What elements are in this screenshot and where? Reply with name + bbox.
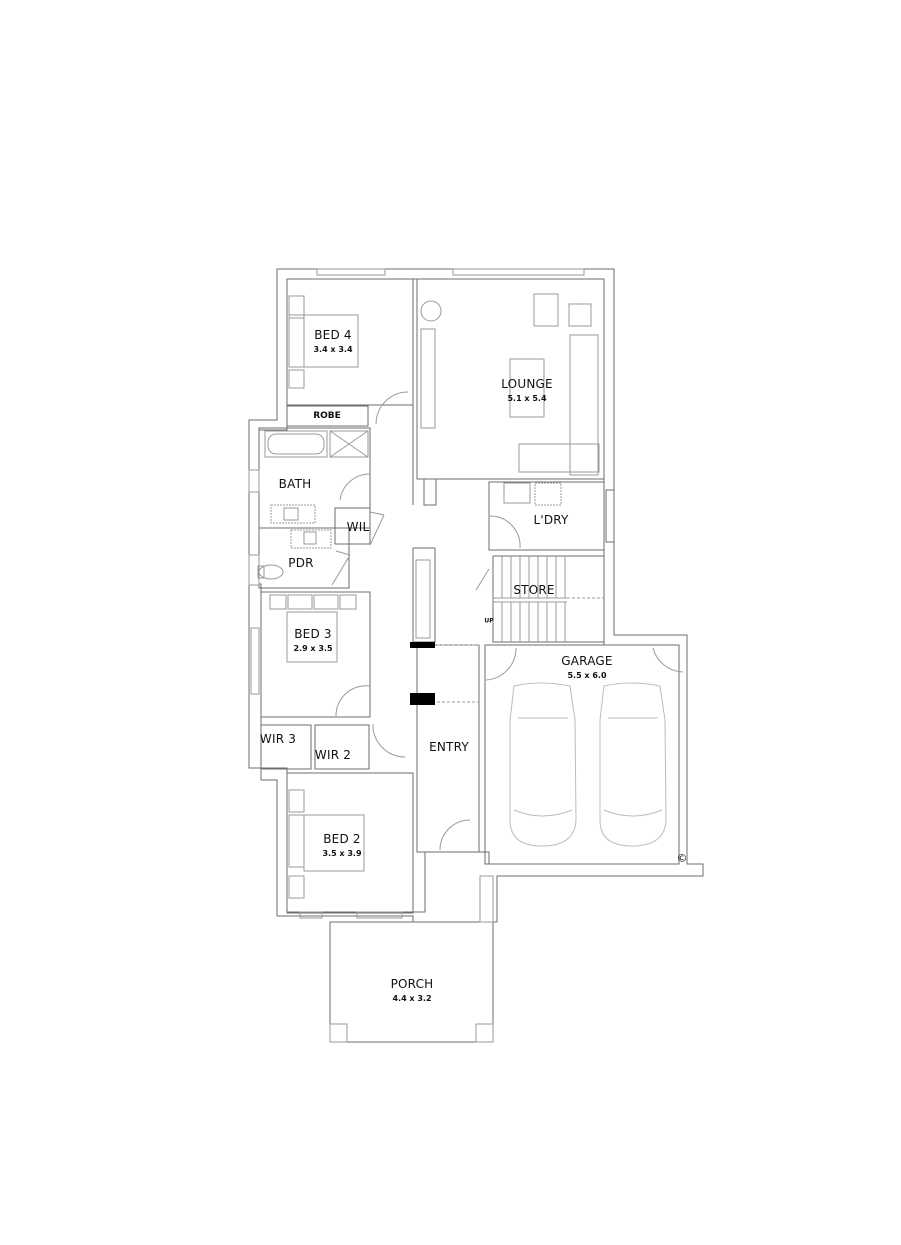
garage-name: GARAGE [561,654,613,668]
bed2-dims: 3.5 x 3.9 [322,849,362,858]
bed2-label: BED 2 3.5 x 3.9 [322,832,361,858]
porch-label: PORCH 4.4 x 3.2 [391,977,434,1003]
pdr-label: PDR [288,556,314,570]
bed4-name: BED 4 [314,328,352,342]
lounge-dims: 5.1 x 5.4 [507,394,547,403]
pdr-vanity [290,529,332,549]
bed3-bed [286,611,338,663]
store-label: STORE [513,583,555,597]
bed4-bed [303,314,359,368]
solid-wall-2 [410,693,435,705]
bathtub [264,430,328,458]
solid-wall-1 [410,642,435,648]
garage-label: GARAGE 5.5 x 6.0 [561,654,612,680]
sofa [569,334,599,476]
car-2 [599,682,667,847]
bed2-bed [303,814,365,872]
stairs [492,555,605,643]
ldry-label: L'DRY [533,513,569,527]
copyright-icon: © [676,851,688,865]
wir3-room [260,724,312,770]
toilet [258,564,284,580]
bed4-dims: 3.4 x 3.4 [313,345,353,354]
lounge-name: LOUNGE [501,377,553,391]
porch-name: PORCH [390,977,434,991]
car-1 [509,682,577,847]
porch-dims: 4.4 x 3.2 [392,994,432,1003]
entry-label: ENTRY [429,740,469,754]
garage-dims: 5.5 x 6.0 [567,671,607,680]
wir2-room [314,724,370,770]
coffee-table [509,358,545,418]
lounge-label: LOUNGE 5.1 x 5.4 [501,377,553,403]
wil-room [334,507,371,545]
bed4-label: BED 4 3.4 x 3.4 [313,328,352,354]
bath-vanity [270,504,316,524]
robe-label: ROBE [313,411,341,421]
stair-up-label: UP [484,617,494,625]
bed3-dims: 2.9 x 3.5 [293,644,333,653]
bath-label: BATH [278,477,312,491]
ldry-room [488,481,605,551]
robe [286,405,369,427]
bed3-label: BED 3 2.9 x 3.5 [293,627,332,653]
tv-unit [420,328,436,429]
wir3-label: WIR 3 [259,732,297,746]
bed2-name: BED 2 [323,832,361,846]
shower [329,430,369,458]
porch [329,921,494,1043]
bed2-room [286,772,414,914]
wir2-label: WIR 2 [314,748,352,762]
wil-label: WIL [346,520,370,534]
bed3-name: BED 3 [294,627,332,641]
garage-room [484,644,680,865]
bed3-room [260,591,371,718]
